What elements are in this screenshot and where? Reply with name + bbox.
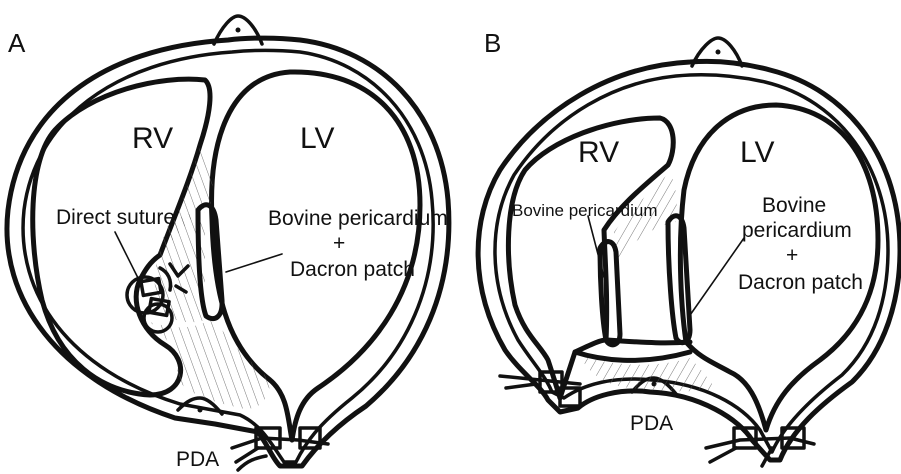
panel-b-patch-label-1: Bovine <box>762 194 826 217</box>
panel-a-patch-label-1: Bovine pericardium <box>268 207 448 230</box>
panel-b-rv-label: RV <box>578 136 619 169</box>
panel-b-patch-plus: + <box>786 244 798 267</box>
panel-a-suture-leader <box>115 232 140 282</box>
panel-a-lv-label: LV <box>300 122 334 155</box>
panel-a-patch-leader <box>226 254 282 272</box>
panel-b-lv-label: LV <box>740 136 774 169</box>
panel-b-pda-label: PDA <box>630 412 673 435</box>
panel-b-patch-label-2: pericardium <box>742 219 852 242</box>
panel-a-direct-suture-label: Direct suture <box>56 206 175 229</box>
panel-b-bovine-label: Bovine pericardium <box>512 201 658 220</box>
panel-a-patch-plus: + <box>333 232 345 255</box>
panel-a-patch-label-2: Dacron patch <box>290 258 415 281</box>
panel-a-letter: A <box>8 28 26 58</box>
panel-b-dacron-leader <box>688 238 744 318</box>
panel-b-letter: B <box>484 28 501 58</box>
panel-a-pda-label: PDA <box>176 448 219 471</box>
panel-b-inner-wall <box>495 75 888 452</box>
panel-b-patch-label-3: Dacron patch <box>738 271 863 294</box>
panel-a-rv-label: RV <box>132 122 173 155</box>
panel-a: A RV LV Direct suture Bovine pericardium… <box>7 16 449 471</box>
panel-b: B RV LV Bovine pericardium Bovine perica… <box>478 28 900 466</box>
